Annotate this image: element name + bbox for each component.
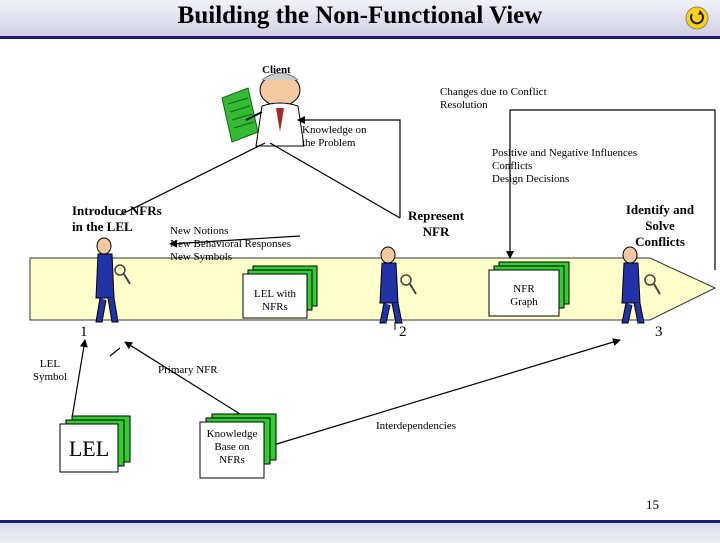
- doc-lel-stack: [59, 415, 131, 473]
- step-number-1: 1: [80, 324, 88, 340]
- doc-lel-label: LEL: [68, 436, 110, 461]
- doc-lel-nfrs-stack: [242, 265, 318, 319]
- line-primary-nfr: [124, 341, 241, 415]
- page-number: 15: [646, 497, 659, 512]
- analyst-icon-3: [621, 246, 661, 324]
- line-notes: [169, 235, 301, 248]
- analyst-icon-2: [379, 246, 417, 324]
- client-label: Client: [262, 64, 291, 76]
- line-knowledge-step1: [119, 142, 266, 216]
- line-knowledge-step2: [269, 142, 401, 219]
- line-changes: [297, 116, 401, 218]
- client-icon: [221, 72, 305, 147]
- step-number-2: 2: [399, 324, 407, 340]
- return-icon: [685, 6, 709, 30]
- process-band: [29, 257, 717, 321]
- analyst-icon-1: [95, 237, 131, 323]
- line-interdependencies: [269, 338, 621, 447]
- doc-kb-stack: [199, 413, 277, 479]
- bottom-bar: [0, 520, 720, 543]
- doc-nfr-graph-stack: [488, 261, 570, 317]
- line-lel-symbol: [71, 339, 88, 419]
- interdependencies-label: Interdependencies: [376, 420, 457, 432]
- slide-title: Building the Non-Functional View: [177, 2, 543, 29]
- title-bar: [0, 0, 720, 39]
- step-number-3: 3: [655, 324, 663, 340]
- line-influences: [506, 109, 716, 270]
- primary-nfr-label: Primary NFR: [158, 364, 218, 376]
